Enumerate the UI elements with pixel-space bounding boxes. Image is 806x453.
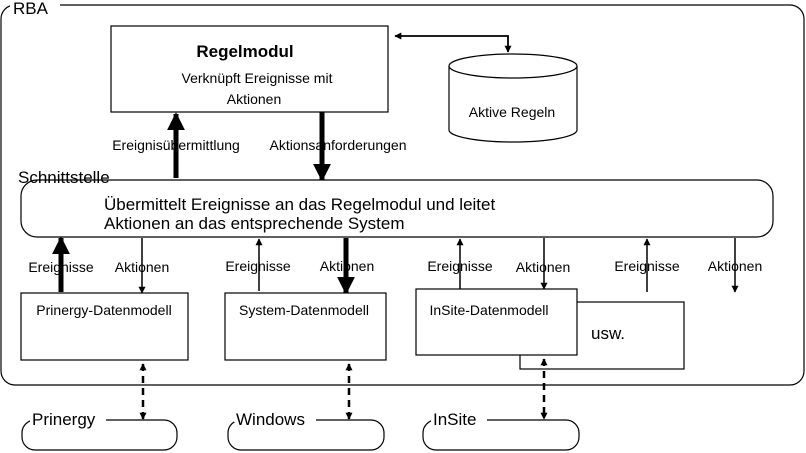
insite-system-box (422, 419, 580, 451)
insite-label-bg (431, 406, 487, 422)
ereignisuebermittlung-label: Ereignisübermittlung (112, 137, 240, 153)
windows-system-label: Windows (236, 410, 305, 429)
aktionen-label-3: Aktionen (516, 259, 570, 275)
windows-label-bg (234, 406, 316, 422)
regeln-connector-arrow (394, 32, 512, 53)
rba-label-bg (10, 0, 60, 14)
insite-datenmodell-box (415, 288, 578, 356)
regelmodul-desc-line1: Verknüpft Ereignisse mit (182, 70, 333, 86)
regelmodul-title: Regelmodul (196, 42, 293, 61)
aktive-regeln-database (448, 53, 578, 143)
schnittstelle-label: Schnittstelle (18, 168, 110, 187)
prinergy-label-bg (30, 406, 106, 422)
regelmodul-box (110, 25, 389, 113)
prinergy-system-label: Prinergy (32, 410, 96, 429)
system-datenmodell-box (224, 292, 387, 361)
schnittstelle-box (20, 179, 774, 238)
usw-label: usw. (591, 324, 625, 343)
regelmodul-desc-line2: Aktionen (227, 91, 281, 107)
aktionen-label-1: Aktionen (115, 259, 169, 275)
prinergy-datenmodell-label: Prinergy-Datenmodell (36, 302, 171, 318)
rba-label: RBA (13, 0, 49, 18)
system-datenmodell-label: System-Datenmodell (239, 302, 369, 318)
insite-datenmodell-label: InSite-Datenmodell (429, 302, 548, 318)
aktive-regeln-label: Aktive Regeln (469, 104, 555, 120)
insite-system-label: InSite (433, 410, 476, 429)
aktionen-label-4: Aktionen (708, 258, 762, 274)
ereignisse-label-2: Ereignisse (225, 258, 291, 274)
aktionen-label-2: Aktionen (320, 258, 374, 274)
ereignisse-label-3: Ereignisse (427, 258, 493, 274)
ereignisse-label-1: Ereignisse (28, 259, 94, 275)
prinergy-datenmodell-box (20, 292, 189, 361)
schnittstelle-desc-line1: Übermittelt Ereignisse an das Regelmodul… (104, 195, 495, 214)
rba-container (0, 4, 805, 386)
schnittstelle-desc-line2: Aktionen an das entsprechende System (104, 214, 405, 233)
ereignisse-label-4: Ereignisse (614, 258, 680, 274)
aktionsanforderungen-label: Aktionsanforderungen (270, 137, 407, 153)
